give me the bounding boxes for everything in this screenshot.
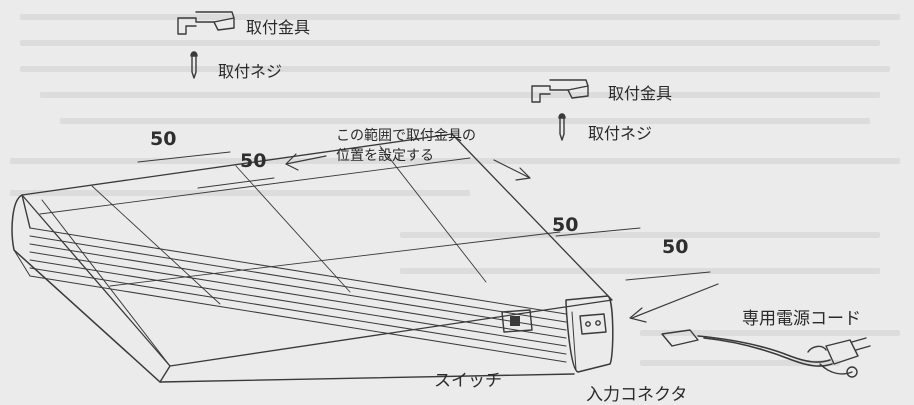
note-line-2: 位置を設定する bbox=[336, 148, 434, 164]
note-setting-range: この範囲で取付金具の 位置を設定する bbox=[336, 126, 476, 166]
dimension-right-inner: 50 bbox=[552, 214, 579, 236]
label-bracket-right: 取付金具 bbox=[608, 84, 673, 103]
input-connector-illustration bbox=[579, 313, 607, 335]
bracket-icon-top bbox=[177, 11, 235, 35]
faint-line bbox=[640, 360, 840, 366]
label-input-connector: 入力コネクタ bbox=[586, 385, 688, 405]
label-screw-right: 取付ネジ bbox=[588, 124, 653, 143]
faint-line bbox=[10, 158, 900, 164]
dimension-lines-right bbox=[555, 227, 711, 281]
label-switch: スイッチ bbox=[434, 371, 502, 391]
note-arrows bbox=[285, 153, 531, 181]
label-screw-top: 取付ネジ bbox=[218, 62, 283, 81]
faint-line bbox=[60, 118, 870, 124]
light-fixture bbox=[11, 133, 614, 383]
faint-line bbox=[640, 330, 900, 336]
switch-illustration bbox=[501, 309, 533, 333]
cord-arrow bbox=[629, 283, 719, 323]
faint-line bbox=[10, 190, 470, 196]
power-cord bbox=[661, 329, 871, 378]
label-power-cord: 専用電源コード bbox=[742, 309, 861, 329]
faint-line bbox=[40, 92, 880, 98]
label-bracket-top: 取付金具 bbox=[246, 18, 311, 37]
dimension-lines-top bbox=[137, 151, 275, 189]
faint-line bbox=[20, 14, 900, 20]
faint-line bbox=[400, 268, 880, 274]
dimension-top-outer: 50 bbox=[150, 128, 177, 150]
dimension-top-inner: 50 bbox=[240, 150, 267, 172]
screw-icon-top bbox=[190, 51, 198, 79]
note-line-1: この範囲で取付金具の bbox=[336, 128, 476, 144]
dimension-right-outer: 50 bbox=[662, 236, 689, 258]
faint-line bbox=[20, 66, 890, 72]
bracket-icon-right bbox=[531, 79, 589, 103]
faint-line bbox=[20, 40, 880, 46]
screw-icon-right bbox=[558, 113, 566, 141]
faint-line bbox=[400, 232, 880, 238]
